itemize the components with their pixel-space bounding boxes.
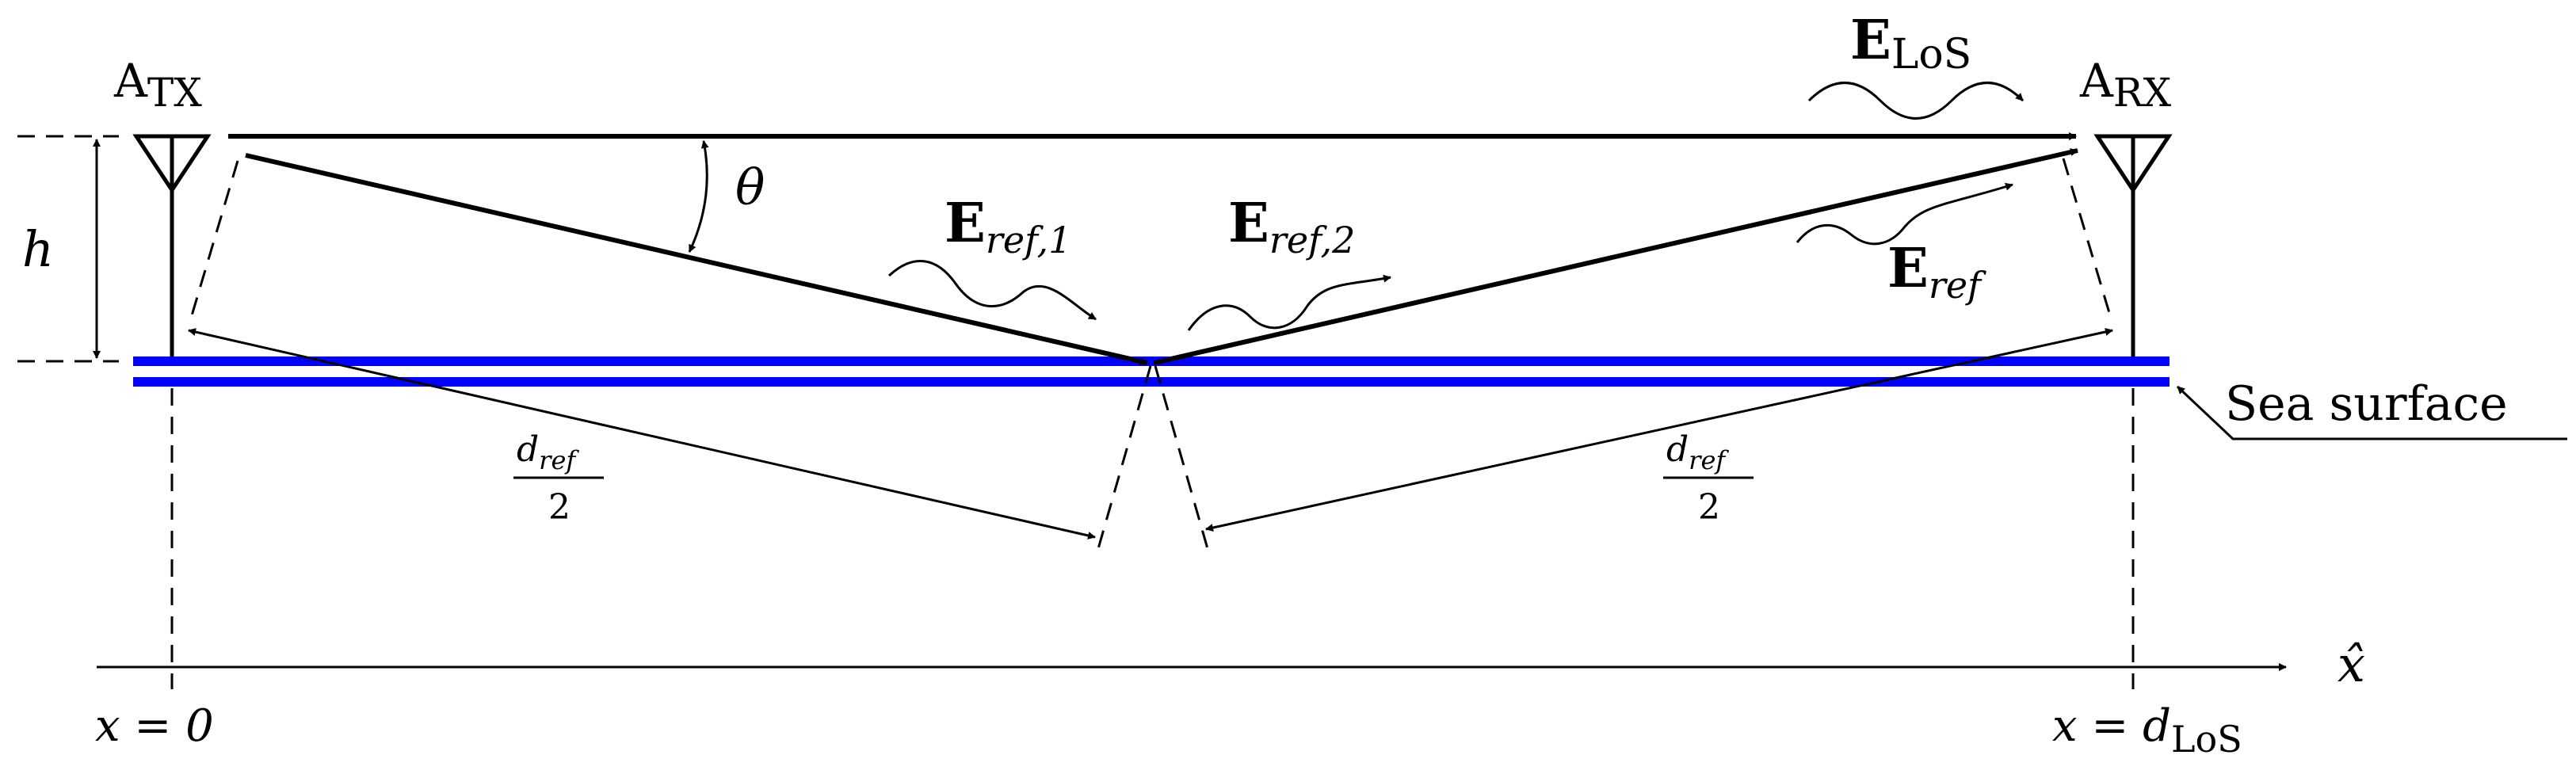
field-ref-label: Eref (1887, 237, 1986, 307)
sea-surface-label: Sea surface (2225, 376, 2508, 432)
x-origin-label: x = 0 (95, 700, 214, 752)
dref-half-label-left: dref 2 (513, 429, 604, 528)
dref-left-arrow (188, 328, 1096, 540)
svg-text:2: 2 (548, 487, 571, 528)
axis-projection-lines (170, 388, 2135, 689)
wave-ref (1796, 182, 2013, 246)
dref-right-arrow (1205, 328, 2113, 532)
construction-lines (189, 158, 2113, 552)
dref-half-label-right: dref 2 (1663, 429, 1754, 528)
height-label: h (22, 220, 54, 278)
wave-ref1 (887, 259, 1097, 321)
reflected-ray-outgoing (1153, 148, 2078, 365)
field-ref2-label: Eref,2 (1228, 192, 1355, 261)
field-los-label: ELoS (1850, 9, 1971, 78)
field-ref1-label: Eref,1 (945, 192, 1071, 261)
rx-antenna (2093, 134, 2173, 356)
x-end-label: x = dLoS (2052, 700, 2242, 761)
svg-text:dref: dref (1666, 429, 1729, 475)
sea-surface (133, 356, 2170, 387)
angle-theta-arc (688, 140, 709, 253)
tx-antenna (132, 134, 212, 356)
rx-antenna-label: ARX (2079, 54, 2172, 116)
angle-theta-label: θ (735, 158, 765, 216)
height-dimension (17, 135, 119, 363)
tx-antenna-label: ATX (113, 54, 202, 116)
wave-los (1807, 82, 2025, 120)
sea-surface-leader (2176, 385, 2567, 440)
svg-text:2: 2 (1698, 487, 1720, 528)
x-axis-label: x̂ (2337, 635, 2365, 693)
svg-text:dref: dref (517, 429, 579, 475)
wave-ref2 (1187, 274, 1391, 331)
